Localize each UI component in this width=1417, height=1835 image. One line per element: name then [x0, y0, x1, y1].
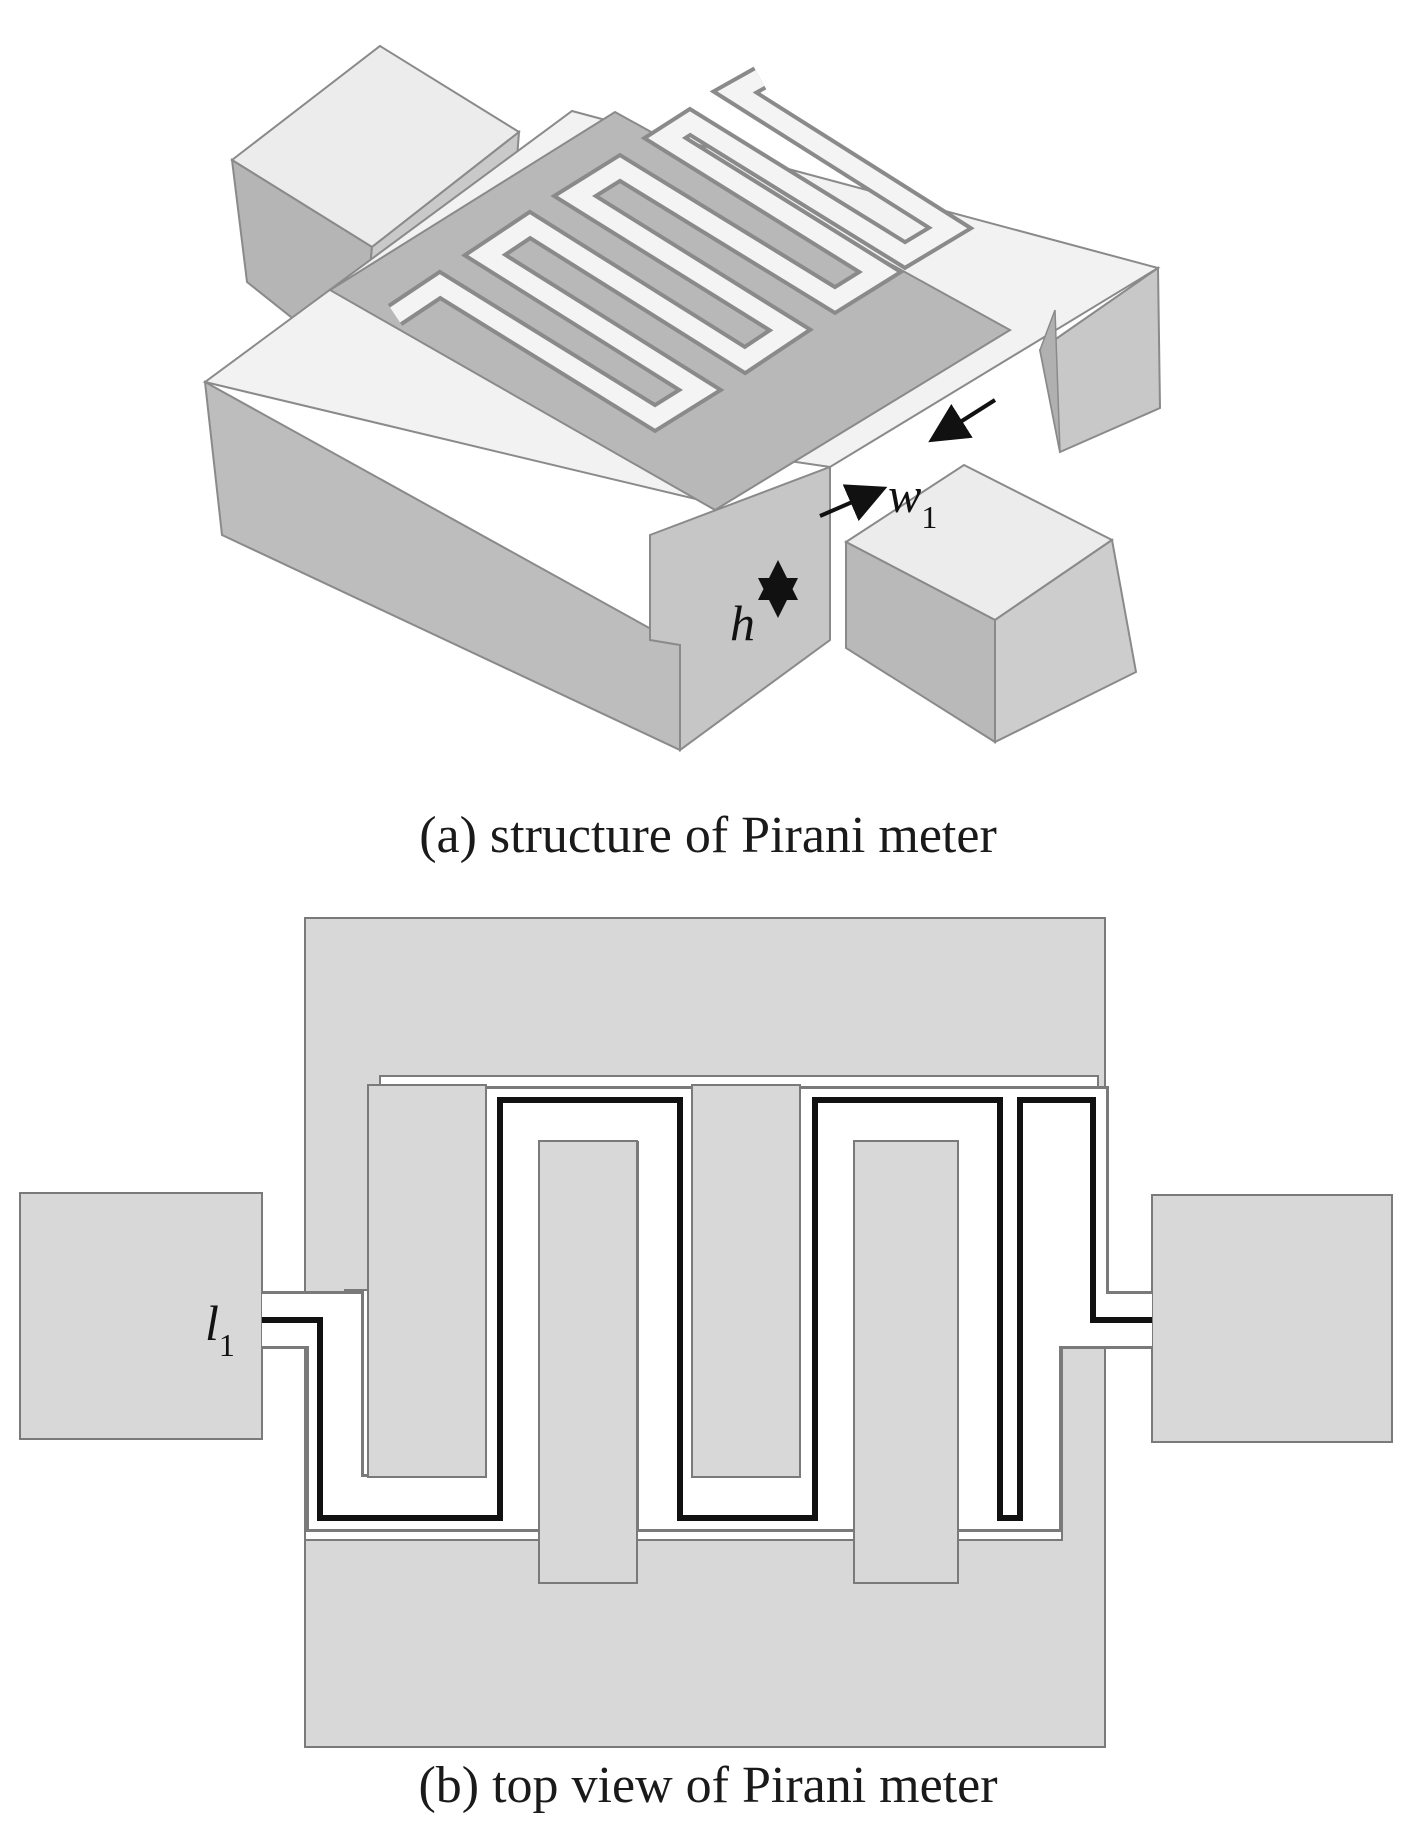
- caption-b: (b) top view of Pirani meter: [418, 1757, 997, 1814]
- panel-a-structure-3d: w1 h: [202, 44, 1162, 752]
- label-l1: l1: [205, 1295, 235, 1363]
- dimension-h: h: [730, 560, 798, 651]
- dimension-w1: w1: [819, 398, 997, 535]
- panel-b-top-view: l1: [19, 917, 1393, 1748]
- pad-front-right: [844, 463, 1138, 744]
- serpentine-wire-3d: [387, 66, 975, 434]
- membrane-fingers: [367, 1084, 959, 1584]
- label-w1: w1: [888, 467, 937, 535]
- caption-a: (a) structure of Pirani meter: [419, 807, 997, 864]
- pad-left: [19, 1192, 263, 1440]
- serpentine-beam: [262, 1086, 1152, 1532]
- label-h: h: [730, 595, 755, 651]
- pad-right: [1151, 1194, 1393, 1443]
- resistor-wire: [262, 1097, 1152, 1521]
